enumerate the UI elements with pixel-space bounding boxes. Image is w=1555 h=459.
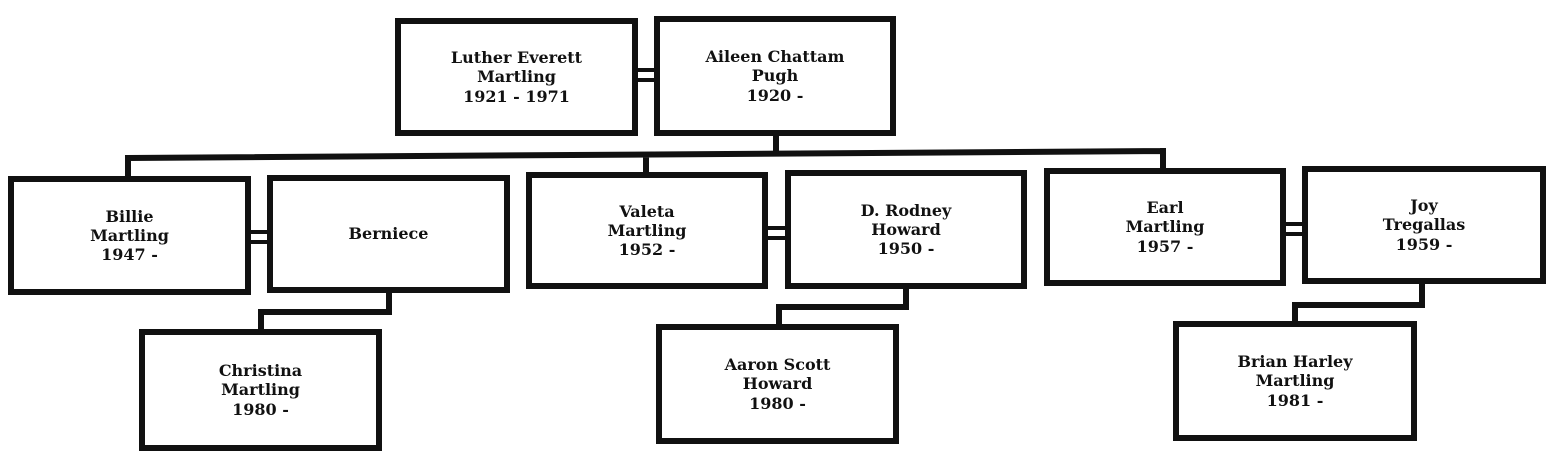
person-card-earl[interactable]: Earl Martling 1957 - <box>1044 168 1286 286</box>
person-card-brian[interactable]: Brian Harley Martling 1981 - <box>1173 321 1417 441</box>
person-card-christina[interactable]: Christina Martling 1980 - <box>139 329 382 451</box>
descent-line-christina <box>258 287 392 334</box>
person-name-line2: Howard <box>871 219 941 239</box>
person-card-berniece[interactable]: Berniece <box>267 175 510 293</box>
person-dates: 1959 - <box>1395 234 1453 254</box>
person-name-line2: Martling <box>1255 371 1335 391</box>
person-name-line2: Tregallas <box>1382 215 1466 235</box>
person-name-line2: Pugh <box>751 66 799 86</box>
person-name-line1: Aaron Scott <box>724 355 831 375</box>
person-card-billie[interactable]: Billie Martling 1947 - <box>8 176 251 295</box>
person-dates: 1957 - <box>1136 236 1194 256</box>
person-name-line1: D. Rodney <box>860 200 952 220</box>
person-card-aaron[interactable]: Aaron Scott Howard 1980 - <box>656 324 899 444</box>
person-name-line2: Howard <box>742 374 813 394</box>
person-name-line2: Martling <box>607 220 687 240</box>
person-dates: 1950 - <box>877 239 935 259</box>
person-card-joy[interactable]: Joy Tregallas 1959 - <box>1302 166 1546 284</box>
descent-line-generation-2 <box>124 132 1167 181</box>
person-dates: 1952 - <box>618 240 676 260</box>
descent-line-brian <box>1292 282 1425 326</box>
marriage-luther-aileen <box>636 68 656 82</box>
marriage-earl-joy <box>1284 222 1304 236</box>
person-name-line1: Aileen Chattam <box>705 47 845 67</box>
person-name-line2: Martling <box>477 67 556 87</box>
person-name-line1: Valeta <box>619 201 675 221</box>
person-dates: 1980 - <box>232 399 289 419</box>
person-name-line1: Earl <box>1146 198 1184 218</box>
person-card-aileen[interactable]: Aileen Chattam Pugh 1920 - <box>654 16 896 136</box>
person-name-line1: Joy <box>1410 196 1438 216</box>
person-card-valeta[interactable]: Valeta Martling 1952 - <box>526 172 768 289</box>
person-dates: 1981 - <box>1266 390 1324 410</box>
person-dates: 1921 - 1971 <box>463 86 570 106</box>
person-name-line2: Martling <box>90 225 169 245</box>
descent-line-aaron <box>776 284 909 329</box>
person-name-line1: Brian Harley <box>1237 352 1353 372</box>
person-dates: 1947 - <box>101 245 158 265</box>
person-name-line1: Billie <box>105 206 154 226</box>
person-card-luther[interactable]: Luther Everett Martling 1921 - 1971 <box>395 18 638 136</box>
person-name-line2: Martling <box>1125 217 1205 237</box>
marriage-valeta-rodney <box>766 226 787 240</box>
person-name-line1: Berniece <box>348 224 429 244</box>
person-name-line1: Luther Everett <box>450 48 583 68</box>
person-dates: 1920 - <box>746 85 804 105</box>
person-card-rodney[interactable]: D. Rodney Howard 1950 - <box>785 170 1027 289</box>
marriage-billie-berniece <box>249 230 269 244</box>
person-dates: 1980 - <box>749 393 806 413</box>
person-name-line2: Martling <box>221 380 300 400</box>
person-name-line1: Christina <box>218 361 303 381</box>
